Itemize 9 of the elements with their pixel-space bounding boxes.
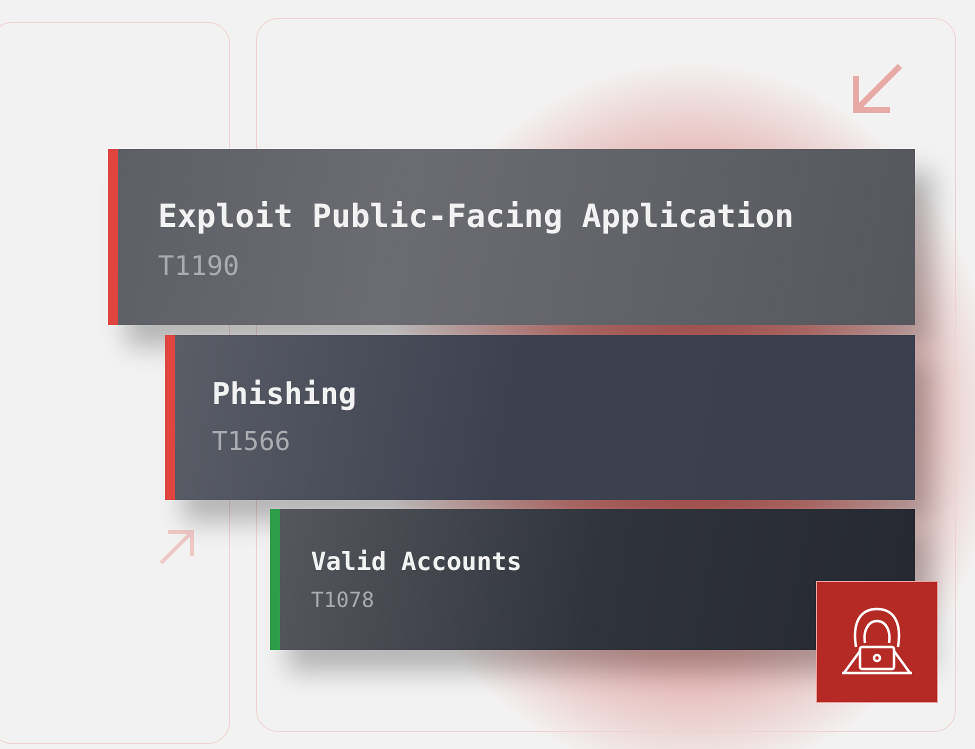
- technique-card: [165, 335, 915, 500]
- technique-name: Exploit Public-Facing Application: [158, 197, 794, 235]
- technique-card: [270, 509, 915, 650]
- technique-id: T1190: [158, 251, 240, 282]
- technique-id: T1566: [212, 427, 290, 457]
- technique-id: T1078: [311, 588, 374, 612]
- technique-card: [108, 149, 915, 325]
- technique-name: Phishing: [212, 377, 356, 412]
- technique-name: Valid Accounts: [311, 547, 522, 576]
